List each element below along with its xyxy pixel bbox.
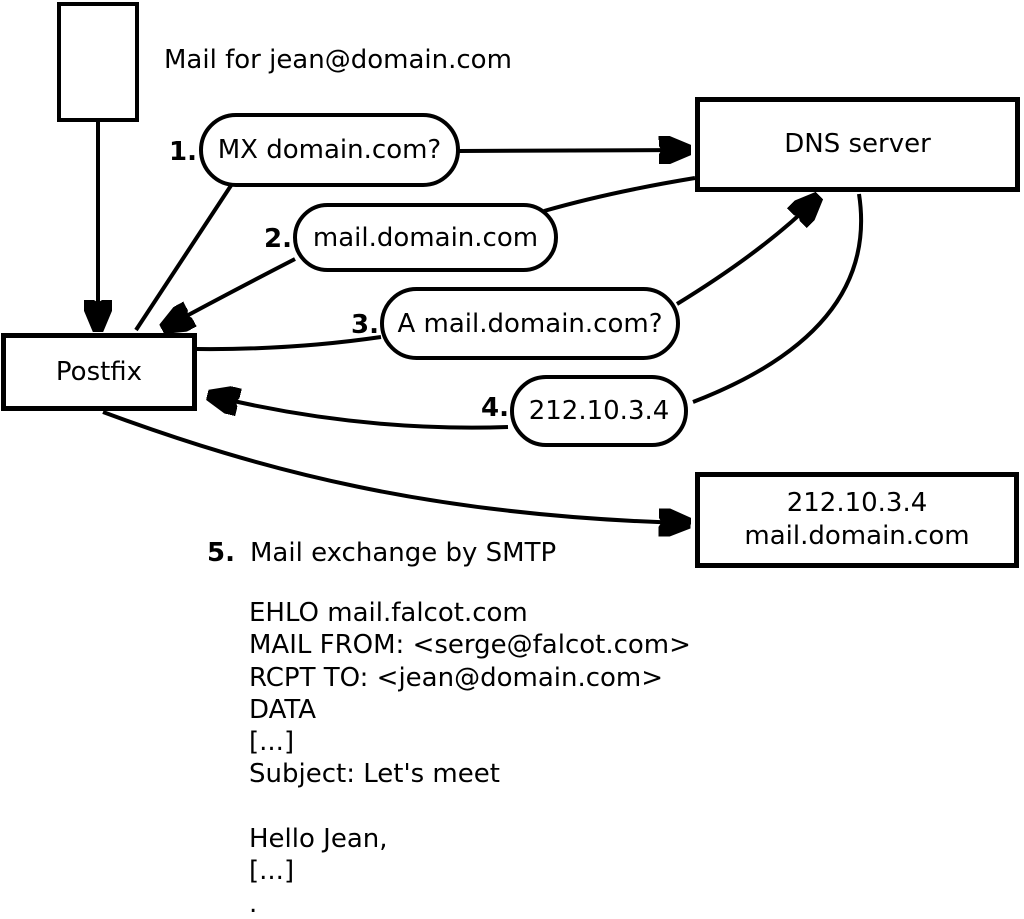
step-3-label: A mail.domain.com?: [397, 308, 663, 339]
smtp-line: [249, 791, 691, 823]
step-1-pill: MX domain.com?: [199, 113, 460, 187]
arrow-pill2-to-postfix: [166, 257, 296, 327]
mail-message-box: [57, 2, 139, 122]
mail-server-hostname: mail.domain.com: [744, 521, 970, 551]
smtp-line: EHLO mail.falcot.com: [249, 598, 528, 628]
smtp-line: DATA: [249, 694, 316, 725]
arrow-postfix-to-mailserver: [102, 410, 686, 523]
smtp-line: [...]: [249, 856, 295, 887]
dns-server-label: DNS server: [784, 129, 931, 159]
postfix-label: Postfix: [55, 356, 143, 387]
step-4-number: 4.: [481, 393, 509, 423]
arrow-pill4-to-postfix: [212, 396, 509, 430]
smtp-line: Hello Jean,: [249, 824, 388, 855]
smtp-line: MAIL FROM: <serge@falcot.com>: [249, 630, 691, 661]
mail-server-box: 212.10.3.4 mail.domain.com: [695, 472, 1019, 568]
arrow-pill1-to-dns: [458, 150, 686, 151]
smtp-session-block: EHLO mail.falcot.com MAIL FROM: <serge@f…: [249, 597, 691, 919]
postfix-box: Postfix: [1, 333, 197, 411]
line-dns-to-pill2: [543, 176, 696, 213]
step-3-pill: A mail.domain.com?: [380, 287, 680, 360]
step-1-number: 1.: [169, 137, 197, 167]
line-postfix-to-pill3: [196, 335, 382, 352]
step-4-pill: 212.10.3.4: [510, 375, 688, 447]
line-dns-to-pill4: [692, 193, 864, 404]
line-postfix-to-pill1: [134, 182, 234, 332]
smtp-line: RCPT TO: <jean@domain.com>: [249, 662, 664, 693]
smtp-line: .: [249, 888, 258, 919]
smtp-line: [...]: [249, 727, 295, 758]
mail-server-ip: 212.10.3.4: [786, 488, 928, 518]
step-5-number: 5.: [207, 538, 235, 568]
step-5-label: Mail exchange by SMTP: [250, 538, 557, 568]
mail-caption: Mail for jean@domain.com: [164, 45, 512, 75]
step-2-pill: mail.domain.com: [293, 203, 558, 272]
dns-server-box: DNS server: [695, 97, 1020, 192]
step-1-label: MX domain.com?: [217, 135, 442, 165]
arrow-pill3-to-dns: [675, 199, 816, 306]
step-3-number: 3.: [351, 310, 379, 340]
step-4-label: 212.10.3.4: [528, 396, 670, 426]
step-2-label: mail.domain.com: [312, 222, 539, 253]
step-2-number: 2.: [264, 224, 292, 254]
smtp-line: Subject: Let's meet: [249, 759, 500, 790]
